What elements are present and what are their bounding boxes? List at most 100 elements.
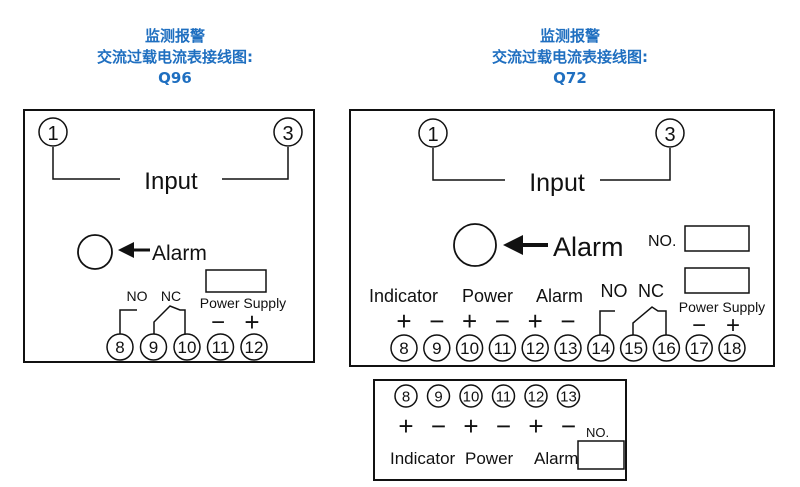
q96-terminal-1-label: 1 xyxy=(47,123,58,145)
q72-terminal-13 xyxy=(554,334,582,362)
q72-sign-3: − xyxy=(495,306,510,336)
left-title-line2: 交流过载电流表接线图: xyxy=(97,48,253,66)
q72-bottom-alarm-label: Alarm xyxy=(534,449,578,468)
q72-terminal-14-label: 14 xyxy=(591,339,610,358)
q72-bottom-sign-0: + xyxy=(398,411,413,441)
q72-terminal-16 xyxy=(652,334,681,362)
q96-input-line-right xyxy=(222,147,289,180)
q72-terminal-18-label: 18 xyxy=(723,339,742,358)
q72-bottom-terminal-8 xyxy=(394,384,418,408)
q96-nc-label: NC xyxy=(161,288,181,304)
q96-terminal-9 xyxy=(139,333,168,361)
q96-terminal-row: 8 9 10 11 12 xyxy=(106,333,268,361)
right-title-line1: 监测报警 xyxy=(539,27,600,45)
q72-bottom-panel xyxy=(373,379,627,481)
q96-terminal-12-label: 12 xyxy=(245,338,264,357)
q72-bottom-terminal-13 xyxy=(556,384,581,408)
q72-power-supply-box xyxy=(684,267,750,294)
q96-diagram xyxy=(23,109,315,363)
q72-bottom-sign-4: + xyxy=(528,411,543,441)
right-title-model: Q72 xyxy=(553,69,587,87)
q72-terminal-8 xyxy=(390,334,418,362)
q72-terminal-1-label: 1 xyxy=(427,124,438,146)
q72-nc-label: NC xyxy=(638,281,664,301)
q96-nc-contact-wire xyxy=(153,305,186,334)
q72-alarm-arrow-head xyxy=(503,235,523,255)
q72-bottom-terminal-8-label: 8 xyxy=(402,388,410,405)
q72-bottom-no-box xyxy=(577,440,625,470)
q72-bottom-terminal-12-label: 12 xyxy=(528,388,545,405)
q72-terminal-12-label: 12 xyxy=(526,339,545,358)
q72-terminal-1 xyxy=(418,118,448,148)
q72-ps-minus-sign: − xyxy=(692,312,706,339)
q96-terminal-10-label: 10 xyxy=(178,338,197,357)
q96-no-label: NO xyxy=(127,288,148,304)
q72-sign-0: + xyxy=(396,306,411,336)
q72-terminal-17 xyxy=(685,334,713,362)
q72-nc-contact-wire xyxy=(632,306,667,335)
q72-diagram xyxy=(349,109,775,367)
q72-terminal-15-label: 15 xyxy=(624,339,643,358)
q72-alarm-small-label: Alarm xyxy=(536,286,583,306)
q72-input-line-left xyxy=(432,148,505,181)
q72-terminal-8-label: 8 xyxy=(399,339,408,358)
q72-alarm-label: Alarm xyxy=(553,232,624,262)
q72-bottom-sign-row: +−+−+− xyxy=(398,411,576,441)
left-title: 监测报警 交流过载电流表接线图: Q96 xyxy=(60,26,290,89)
q96-terminal-11 xyxy=(206,333,235,361)
q96-power-supply-box xyxy=(205,269,267,293)
q72-terminal-10 xyxy=(455,334,484,362)
q96-terminal-3-label: 3 xyxy=(282,123,293,145)
q72-sign-5: − xyxy=(560,306,575,336)
q72-power-label: Power xyxy=(462,286,513,306)
left-title-line1: 监测报警 xyxy=(144,27,205,45)
q72-terminal-11 xyxy=(488,334,517,362)
q72-terminal-3-label: 3 xyxy=(664,124,675,146)
q72-terminal-13-label: 13 xyxy=(559,339,578,358)
q72-sign-1: − xyxy=(429,306,444,336)
q96-terminal-8-label: 8 xyxy=(115,338,124,357)
q72-ps-plus-sign: + xyxy=(726,312,740,339)
q96-terminal-9-label: 9 xyxy=(149,338,158,357)
q96-terminal-10 xyxy=(173,333,201,361)
q96-plus-sign: + xyxy=(244,307,259,337)
q72-bottom-terminal-10 xyxy=(459,384,483,408)
q96-minus-sign: − xyxy=(211,309,225,336)
q72-terminal-9 xyxy=(423,334,451,362)
q72-input-label: Input xyxy=(529,169,585,197)
q72-terminal-14 xyxy=(587,334,615,362)
q72-input-line-right xyxy=(600,148,671,181)
q72-bottom-sign-1: − xyxy=(431,411,446,441)
q72-panel xyxy=(349,109,775,367)
q96-alarm-label: Alarm xyxy=(152,242,207,265)
q72-bottom-terminal-9-label: 9 xyxy=(434,388,442,405)
q96-terminal-1 xyxy=(38,117,68,147)
q72-no-box xyxy=(684,225,750,252)
q72-terminal-17-label: 17 xyxy=(690,339,709,358)
q72-sign-2: + xyxy=(462,306,477,336)
q72-terminal-16-label: 16 xyxy=(657,339,676,358)
q72-power-supply-label: Power Supply xyxy=(679,299,765,315)
q72-sign-4: + xyxy=(528,306,543,336)
q72-indicator-label: Indicator xyxy=(369,286,438,306)
q72-terminal-15 xyxy=(619,334,648,362)
q96-power-supply-label: Power Supply xyxy=(200,295,286,311)
q72-bottom-indicator-label: Indicator xyxy=(390,449,456,468)
q72-bottom-terminal-12 xyxy=(524,384,548,408)
right-title-line2: 交流过载电流表接线图: xyxy=(492,48,648,66)
q72-bottom-sign-2: + xyxy=(463,411,478,441)
q96-alarm-lamp xyxy=(77,234,113,270)
q72-terminal-3 xyxy=(655,118,685,148)
q72-bottom-terminal-9 xyxy=(426,384,451,408)
q96-terminal-12 xyxy=(240,333,268,361)
q72-bottom-terminal-10-label: 10 xyxy=(463,388,480,405)
q96-terminal-11-label: 11 xyxy=(212,338,230,357)
q72-bottom-sign-3: − xyxy=(496,411,511,441)
q72-bottom-diagram xyxy=(373,379,627,481)
q96-terminal-8 xyxy=(106,333,134,361)
q72-bottom-power-label: Power xyxy=(465,449,514,468)
q96-terminal-3 xyxy=(273,117,303,147)
left-title-model: Q96 xyxy=(158,69,192,87)
